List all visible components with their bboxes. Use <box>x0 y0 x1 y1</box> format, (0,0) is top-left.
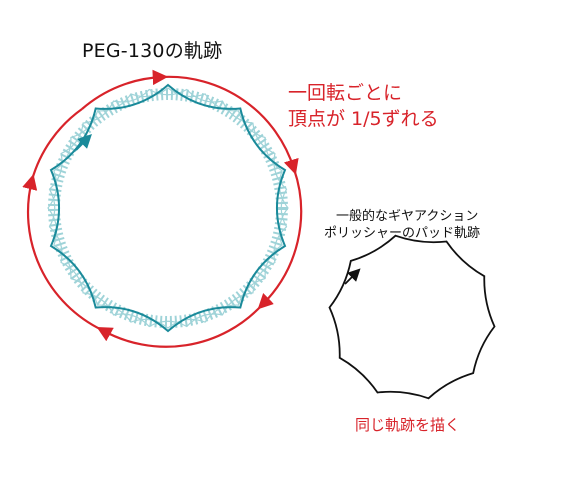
same-trajectory-note: 同じ軌跡を描く <box>355 416 461 434</box>
rotation-note-line2: 頂点が 1/5ずれる <box>288 108 439 130</box>
trajectory-direction-arrow <box>75 134 92 151</box>
general-note-line2: ポリッシャーのパッド軌跡 <box>324 226 481 241</box>
rotation-arc-bottom <box>96 304 263 348</box>
rotation-circle <box>22 69 303 348</box>
pad-direction-arrow <box>344 268 361 285</box>
gear-action-pad-trajectory <box>328 234 496 400</box>
rotation-note-line1: 一回転ごとに <box>288 82 403 104</box>
rotation-arc-left <box>22 174 103 331</box>
diagram-title: PEG-130の軌跡 <box>82 40 223 62</box>
rotation-arc-right <box>161 75 299 175</box>
rotation-arc-close <box>30 108 83 181</box>
rotation-arc-top <box>81 69 169 110</box>
general-note-line1: 一般的なギヤアクション <box>336 209 479 224</box>
trajectory-band <box>47 87 289 329</box>
peg130-trajectory <box>49 83 287 333</box>
rotation-arc-lower-right <box>257 168 303 310</box>
trajectory-pattern-a <box>47 87 289 329</box>
